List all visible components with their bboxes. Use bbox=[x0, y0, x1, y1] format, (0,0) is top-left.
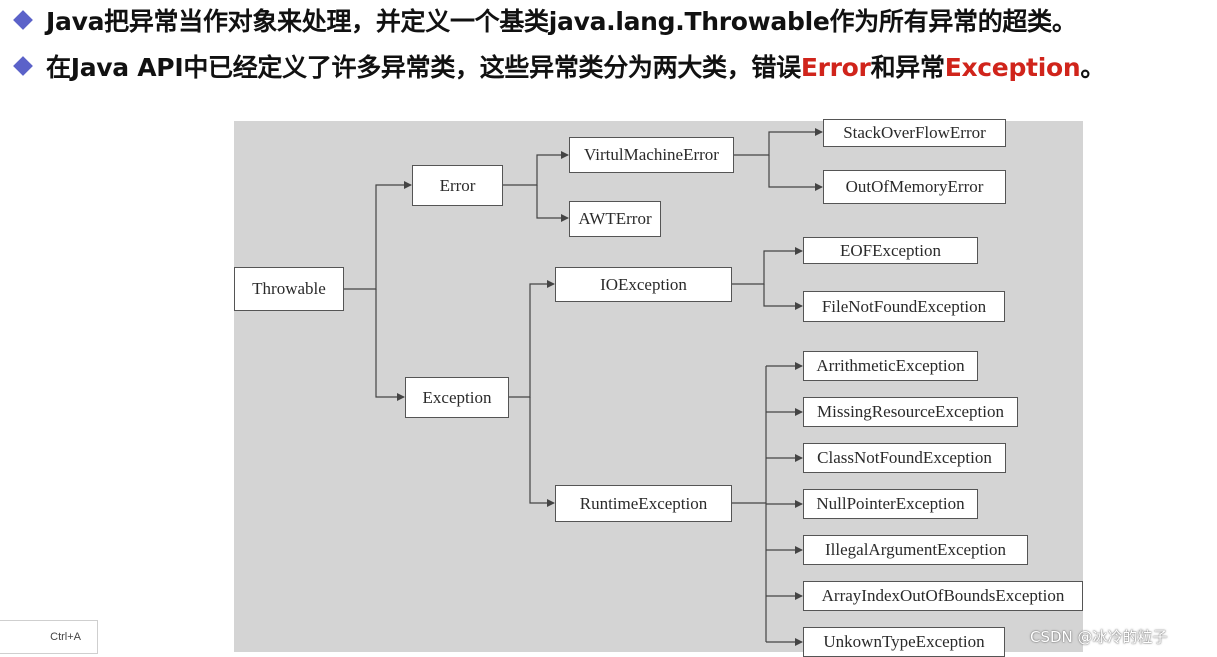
node-illegal-argument-exception: IllegalArgumentException bbox=[803, 535, 1028, 565]
diamond-bullet-icon bbox=[13, 10, 33, 30]
watermark: CSDN @冰冷的粒子 bbox=[1030, 628, 1168, 646]
node-null-pointer-exception: NullPointerException bbox=[803, 489, 978, 519]
node-array-index-out-of-bounds-exception: ArrayIndexOutOfBoundsException bbox=[803, 581, 1083, 611]
exception-hierarchy-diagram: Throwable Error VirtulMachineError AWTEr… bbox=[234, 119, 1083, 657]
node-exception: Exception bbox=[405, 377, 509, 418]
node-out-of-memory-error: OutOfMemoryError bbox=[823, 170, 1006, 204]
node-awt-error: AWTError bbox=[569, 201, 661, 237]
highlight-exception: Exception bbox=[944, 53, 1081, 82]
node-runtime-exception: RuntimeException bbox=[555, 485, 732, 522]
node-io-exception: IOException bbox=[555, 267, 732, 302]
bullet-text-2: 在Java API中已经定义了许多异常类，这些异常类分为两大类，错误Error和… bbox=[46, 53, 1106, 82]
bullet-line-2: 在Java API中已经定义了许多异常类，这些异常类分为两大类，错误Error和… bbox=[12, 46, 1105, 86]
node-throwable: Throwable bbox=[234, 267, 344, 311]
node-error: Error bbox=[412, 165, 503, 206]
node-stack-overflow-error: StackOverFlowError bbox=[823, 119, 1006, 147]
bullet-line-1: Java把异常当作对象来处理，并定义一个基类java.lang.Throwabl… bbox=[12, 0, 1077, 40]
node-class-not-found-exception: ClassNotFoundException bbox=[803, 443, 1006, 473]
node-missing-resource-exception: MissingResourceException bbox=[803, 397, 1018, 427]
keyboard-hint: Ctrl+A bbox=[0, 620, 98, 654]
node-file-not-found-exception: FileNotFoundException bbox=[803, 291, 1005, 322]
highlight-error: Error bbox=[800, 53, 871, 82]
node-arithmetic-exception: ArrithmeticException bbox=[803, 351, 978, 381]
node-virtual-machine-error: VirtulMachineError bbox=[569, 137, 734, 173]
node-eof-exception: EOFException bbox=[803, 237, 978, 264]
connector-lines bbox=[344, 128, 823, 646]
bullet-text-1: Java把异常当作对象来处理，并定义一个基类java.lang.Throwabl… bbox=[46, 7, 1077, 36]
diamond-bullet-icon bbox=[13, 56, 33, 76]
node-unknown-type-exception: UnkownTypeException bbox=[803, 627, 1005, 657]
